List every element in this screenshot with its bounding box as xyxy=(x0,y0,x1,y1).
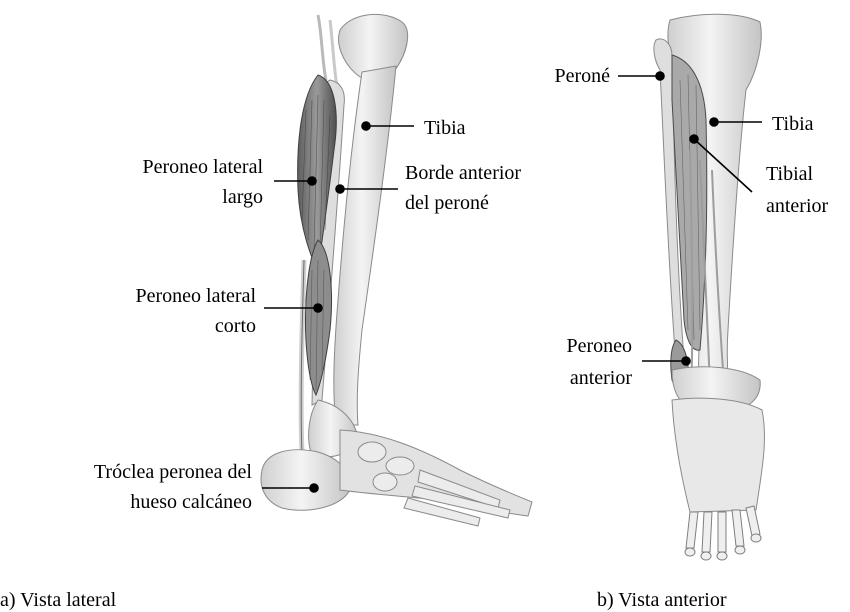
calcaneus-lateral xyxy=(261,450,350,511)
label-perone-anterior: Peroné xyxy=(554,64,610,88)
label-tibia-anterior: Tibia xyxy=(772,112,814,136)
label-tibial-anterior-line1: Tibial xyxy=(766,162,813,186)
pointer-dot xyxy=(710,118,718,126)
label-troclea-line2: hueso calcáneo xyxy=(130,490,252,514)
label-troclea-line1: Tróclea peronea del xyxy=(94,460,252,484)
label-borde-anterior-line1: Borde anterior xyxy=(405,161,521,185)
label-tibia-lateral: Tibia xyxy=(424,116,466,140)
label-peroneo-largo-line1: Peroneo lateral xyxy=(143,155,264,179)
peroneus-brevis-muscle xyxy=(305,240,331,395)
caption-anterior-view: b) Vista anterior xyxy=(597,588,727,612)
label-tibial-anterior-line2: anterior xyxy=(766,194,828,218)
pointer-dot xyxy=(310,484,318,492)
pointer-dot xyxy=(682,357,690,365)
pointer-dot xyxy=(308,177,316,185)
toe-bones xyxy=(685,506,761,560)
anterior-leg-illustration xyxy=(654,14,765,560)
foot-anterior xyxy=(672,398,764,512)
label-peroneo-anterior-line2: anterior xyxy=(570,366,632,390)
label-peroneo-largo-line2: largo xyxy=(222,185,263,209)
label-peroneo-corto-line1: Peroneo lateral xyxy=(136,284,257,308)
label-borde-anterior-line2: del peroné xyxy=(405,191,489,215)
pointer-dot xyxy=(362,122,370,130)
pointer-dot xyxy=(336,185,344,193)
caption-lateral-view: a) Vista lateral xyxy=(0,588,116,612)
lateral-leg-illustration xyxy=(261,14,532,526)
pointer-dot xyxy=(690,135,698,143)
label-peroneo-anterior-line1: Peroneo xyxy=(566,334,632,358)
tibia-head-lateral xyxy=(339,14,408,78)
pointer-dot xyxy=(314,304,322,312)
pointer-dot xyxy=(656,72,664,80)
label-peroneo-corto-line2: corto xyxy=(215,314,256,338)
